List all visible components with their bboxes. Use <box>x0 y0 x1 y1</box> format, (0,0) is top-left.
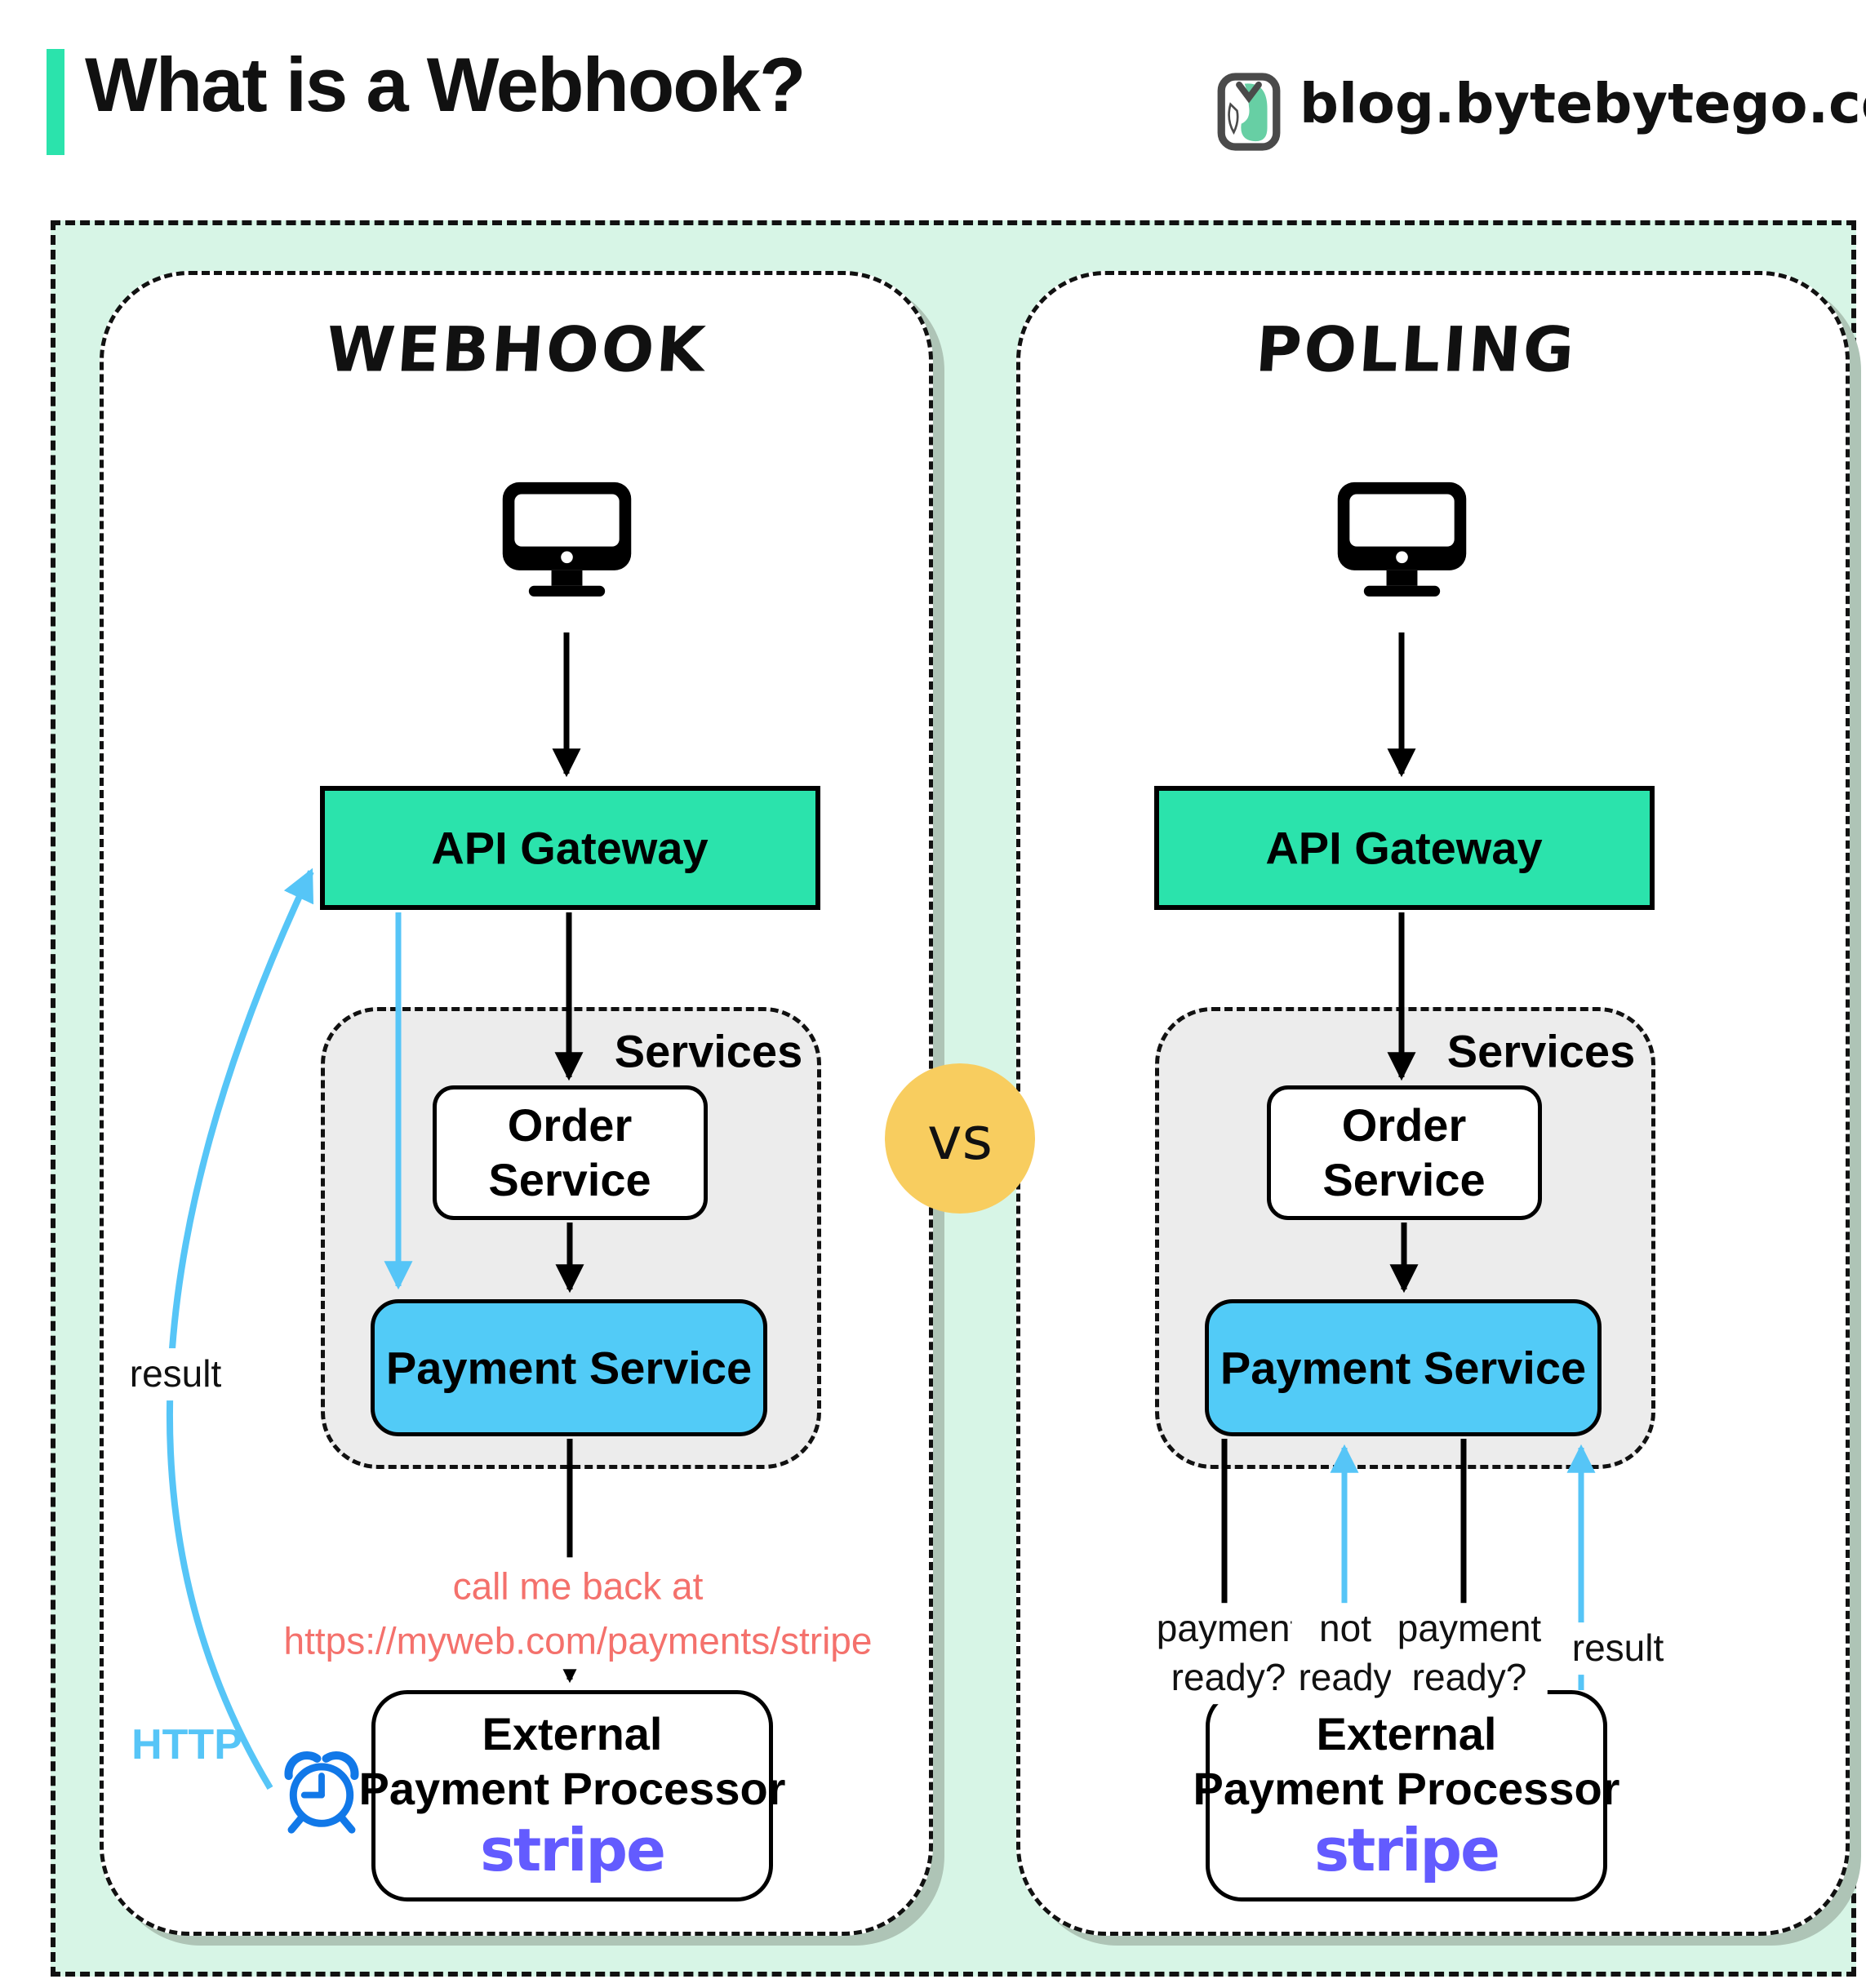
api-gateway-label: API Gateway <box>1265 822 1543 874</box>
services-label: Services <box>614 1025 803 1077</box>
webhook-panel-title: Webhook <box>323 313 710 386</box>
payment-service-label: Payment Service <box>1220 1342 1587 1394</box>
payment-service-box-polling <box>1205 1299 1602 1436</box>
not-ready-annotation: not ready <box>1291 1603 1399 1704</box>
stripe-logo: stripe <box>1314 1816 1500 1884</box>
services-label: Services <box>1446 1025 1636 1077</box>
external-processor-label: External Payment Processor <box>358 1707 786 1814</box>
external-processor-box-polling <box>1206 1690 1607 1901</box>
bytebytego-logo-icon <box>1217 73 1281 151</box>
page-title: What is a Webhook? <box>85 42 806 127</box>
order-service-label: Order Service <box>1322 1098 1486 1205</box>
stripe-logo: stripe <box>480 1816 666 1884</box>
external-processor-label: External Payment Processor <box>1193 1707 1620 1814</box>
vs-label: vs <box>926 1104 993 1173</box>
result-annotation: result <box>122 1348 229 1400</box>
callback-url-annotation: call me back at https://myweb.com/paymen… <box>275 1557 881 1670</box>
payment-service-box-webhook <box>371 1299 767 1436</box>
payment-ready-annotation: payment ready? <box>1149 1603 1308 1704</box>
order-service-box-webhook <box>433 1085 708 1220</box>
payment-service-label: Payment Service <box>385 1342 753 1394</box>
api-gateway-box-polling <box>1154 786 1655 910</box>
api-gateway-box-webhook <box>320 786 820 910</box>
client-computer-icon <box>1337 481 1467 597</box>
site-url: blog.bytebytego.com <box>1300 72 1866 135</box>
result-annotation: result <box>1565 1622 1671 1675</box>
polling-panel-title: Polling <box>1253 313 1579 386</box>
order-service-box-polling <box>1267 1085 1542 1220</box>
title-accent-bar <box>47 49 64 155</box>
alarm-clock-icon <box>284 1751 359 1834</box>
order-service-label: Order Service <box>488 1098 651 1205</box>
client-computer-icon <box>502 481 632 597</box>
payment-ready-annotation: payment ready? <box>1390 1603 1548 1704</box>
vs-badge: vs <box>885 1063 1035 1214</box>
external-processor-box-webhook <box>371 1690 773 1901</box>
http-annotation: HTTP <box>131 1721 242 1768</box>
api-gateway-label: API Gateway <box>431 822 709 874</box>
